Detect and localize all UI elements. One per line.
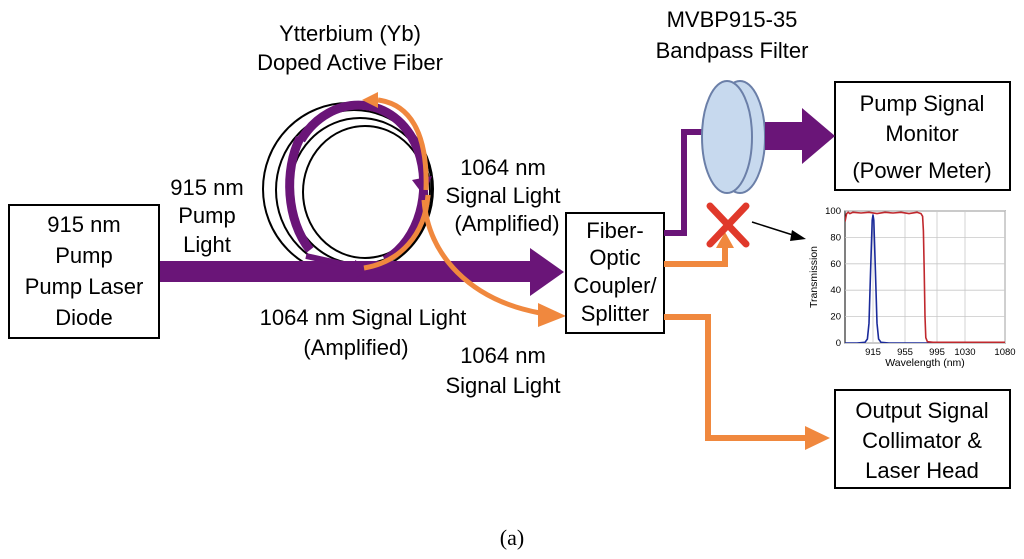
output-signal-box: Output Signal Collimator & Laser Head — [834, 389, 1011, 489]
signal-amp-bottom-line-2: (Amplified) — [303, 335, 408, 360]
filter-label: MVBP915-35 Bandpass Filter — [656, 7, 809, 63]
chart-y-ticks: 0 20 40 60 80 100 — [825, 206, 841, 349]
pump-light-line-2: Pump — [178, 203, 235, 228]
filter-label-line-1: MVBP915-35 — [667, 7, 798, 32]
fiber-label: Ytterbium (Yb) Doped Active Fiber — [257, 21, 443, 75]
chart-x-tick-3: 1030 — [954, 347, 975, 358]
coupler-line-1: Fiber- — [586, 218, 643, 243]
chart-y-tick-4: 80 — [830, 232, 841, 243]
chart-y-axis-label: Transmission — [808, 246, 820, 308]
bandpass-filter-icon — [701, 80, 766, 194]
chart-x-axis-label: Wavelength (nm) — [885, 357, 965, 369]
signal-to-output-arrow — [664, 314, 830, 450]
pump-arrow-head — [530, 248, 564, 296]
transmission-chart: 915 955 995 1030 1080 0 20 40 60 80 100 Wavelengt… — [808, 206, 1016, 369]
signal-amp-bottom-line-1: 1064 nm Signal Light — [260, 305, 467, 330]
pump-coil-path — [285, 100, 432, 278]
monitor-line-1: Pump Signal — [860, 91, 985, 116]
pump-diode-line-4: Diode — [55, 305, 112, 330]
coupler-line-2: Optic — [589, 245, 640, 270]
coupler-line-3: Coupler/ — [573, 273, 657, 298]
chart-y-tick-5: 100 — [825, 206, 841, 217]
chart-series-line-0 — [845, 214, 1005, 343]
output-line-1: Output Signal — [855, 398, 988, 423]
filter-label-line-2: Bandpass Filter — [656, 38, 809, 63]
red-x-icon — [706, 202, 750, 248]
output-line-2: Collimator & — [862, 428, 982, 453]
coupler-line-4: Splitter — [581, 301, 649, 326]
chart-x-tick-1: 955 — [897, 347, 913, 358]
pointer-arrow — [751, 221, 806, 241]
chart-series — [845, 211, 1005, 343]
fiber-label-line-2: Doped Active Fiber — [257, 50, 443, 75]
signal-amp-top-label: 1064 nm Signal Light (Amplified) — [446, 155, 561, 236]
fiber-label-line-1: Ytterbium (Yb) — [279, 21, 421, 46]
coupler-splitter-box: Fiber- Optic Coupler/ Splitter — [565, 212, 665, 334]
figure-caption: (a) — [500, 525, 524, 550]
pump-diode-line-3: Pump Laser — [25, 274, 144, 299]
filter-to-monitor-arrow — [765, 108, 835, 164]
signal-light-line-1: 1064 nm — [460, 343, 546, 368]
chart-y-tick-3: 60 — [830, 259, 841, 270]
chart-x-tick-0: 915 — [865, 347, 881, 358]
pump-diode-line-1: 915 nm — [47, 212, 120, 237]
signal-amp-top-line-1: 1064 nm — [460, 155, 546, 180]
pump-laser-diode-box: 915 nm Pump Pump Laser Diode — [8, 204, 160, 339]
monitor-line-3: (Power Meter) — [852, 158, 991, 183]
signal-light-line-2: Signal Light — [446, 373, 561, 398]
pump-light-line-3: Light — [183, 232, 231, 257]
output-line-3: Laser Head — [865, 458, 979, 483]
pump-diode-line-2: Pump — [55, 243, 112, 268]
chart-x-ticks: 915 955 995 1030 1080 — [865, 347, 1016, 358]
signal-amp-bottom-label: 1064 nm Signal Light (Amplified) — [260, 305, 467, 360]
chart-x-tick-4: 1080 — [994, 347, 1015, 358]
pump-arrow-shaft — [160, 261, 532, 282]
pump-arrow-main — [160, 248, 564, 296]
monitor-line-2: Monitor — [885, 121, 958, 146]
signal-to-filter-arrow — [664, 232, 734, 267]
pump-signal-monitor-box: Pump Signal Monitor (Power Meter) — [834, 81, 1011, 191]
pump-light-label: 915 nm Pump Light — [170, 175, 243, 257]
chart-y-tick-2: 40 — [830, 285, 841, 296]
signal-coil-path — [362, 92, 566, 327]
chart-y-tick-1: 20 — [830, 312, 841, 323]
chart-x-tick-2: 995 — [929, 347, 945, 358]
chart-series-line-1 — [845, 211, 1005, 343]
chart-y-tick-0: 0 — [836, 338, 841, 349]
signal-light-label: 1064 nm Signal Light — [446, 343, 561, 398]
signal-amp-top-line-3: (Amplified) — [454, 211, 559, 236]
pump-light-line-1: 915 nm — [170, 175, 243, 200]
signal-amp-top-line-2: Signal Light — [446, 183, 561, 208]
